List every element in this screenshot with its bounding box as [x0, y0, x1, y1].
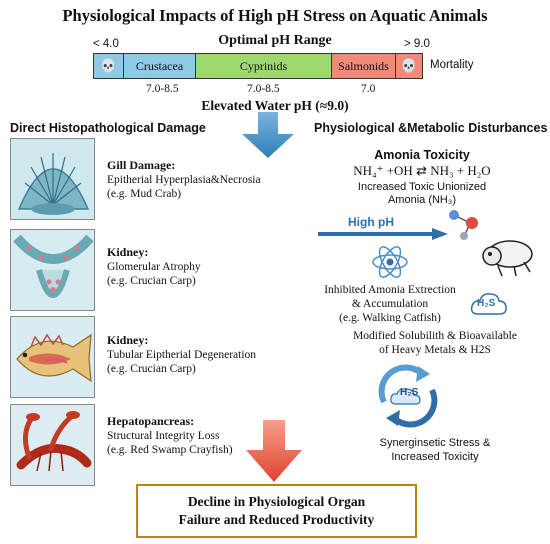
hepatopancreas-title: Hepatopancreas:	[107, 414, 195, 428]
molecule-icon	[449, 210, 478, 240]
ph-range-bar: 💀 Crustacea Cyprinids Salmonids 💀	[93, 53, 423, 79]
atom-icon	[372, 246, 408, 278]
inhibit-line2: & Accumulation	[351, 298, 429, 310]
heavy-metals-text: Modified Solubilith & Bioavailable of He…	[330, 329, 540, 357]
toxic-line2: Amonia (NH₃)	[387, 194, 457, 206]
high-ph-label: > 9.0	[404, 38, 430, 50]
toxic-line1: Increased Toxic Unionized	[357, 181, 487, 193]
low-ph-label: < 4.0	[93, 38, 119, 50]
hepatopancreas-text: Hepatopancreas: Structural Integrity Los…	[107, 414, 233, 457]
kidney-tubular-title: Kidney:	[107, 333, 149, 347]
elevated-ph-label: Elevated Water pH (≈9.0)	[201, 98, 349, 113]
metals-line2: of Heavy Metals & H2S	[379, 344, 491, 356]
kidney-tubular-example: (e.g. Crucian Carp)	[107, 363, 196, 375]
fish-image	[10, 316, 95, 398]
metals-line1: Modified Solubilith & Bioavailable	[353, 330, 517, 342]
cyprinids-range: 7.0-8.5	[247, 83, 280, 95]
conclusion-line2: Failure and Reduced Productivity	[178, 512, 375, 527]
kidney-tubular-text: Kidney: Tubular Eiptherial Degeneration …	[107, 333, 256, 376]
salmonids-label: Salmonids	[338, 58, 389, 73]
right-heading: Physiological &Metabolic Disturbances	[314, 121, 548, 135]
h2s-label: H₂S	[477, 298, 496, 309]
kidney-glomerular-desc: Glomerular Atrophy	[107, 261, 201, 273]
blue-down-arrow	[242, 112, 294, 158]
left-heading: Direct Histopathological Damage	[10, 121, 206, 135]
hepatopancreas-example: (e.g. Red Swamp Crayfish)	[107, 444, 233, 456]
toxic-ammonia-text: Increased Toxic Unionized Amonia (NH₃)	[322, 181, 522, 207]
kidney-tubular-desc: Tubular Eiptherial Degeneration	[107, 349, 257, 361]
crayfish-image	[10, 404, 95, 486]
h2s-cycle-icon	[378, 364, 438, 428]
conclusion-line1: Decline in Physiological Organ	[187, 494, 366, 509]
synergistic-text: Synerginsetic Stress & Increased Toxicit…	[340, 436, 530, 464]
low-mortality-segment: 💀	[94, 54, 124, 78]
ammonia-equation: NH₄⁺ +OH ⇄ NH₃ + H₂O	[322, 163, 522, 179]
high-ph-arrow	[318, 228, 448, 240]
kidney-glomerular-example: (e.g. Crucian Carp)	[107, 275, 196, 287]
kidney-glomerular-text: Kidney: Glomerular Atrophy (e.g. Crucian…	[107, 245, 201, 288]
crustacea-segment: Crustacea	[124, 54, 196, 78]
kidney-glomerular-image	[10, 229, 95, 311]
gill-damage-title: Gill Damage:	[107, 158, 176, 172]
cyprinids-segment: Cyprinids	[196, 54, 332, 78]
syn-line1: Synerginsetic Stress &	[379, 437, 491, 449]
syn-line2: Increased Toxicity	[391, 451, 479, 463]
skull-icon: 💀	[400, 58, 418, 74]
equation-right: NH₃ + H₂O	[430, 163, 491, 178]
inhibited-ammonia-text: Inhibited Amonia Extrection & Accumulati…	[310, 283, 470, 325]
equation-left: NH₄⁺ +OH	[353, 163, 413, 178]
fish-skeleton-icon	[482, 240, 533, 277]
inhibit-line1: Inhibited Amonia Extrection	[324, 284, 456, 296]
equilibrium-arrow-icon: ⇄	[416, 164, 427, 179]
hepatopancreas-desc: Structural Integrity Loss	[107, 430, 220, 442]
crustacea-range: 7.0-8.5	[146, 83, 179, 95]
high-mortality-segment: 💀	[396, 54, 422, 78]
red-down-arrow	[246, 420, 302, 482]
crustacea-label: Crustacea	[135, 58, 184, 73]
cycle-h2s-label: H₂S	[400, 387, 419, 398]
high-ph-label: High pH	[348, 215, 394, 229]
gill-damage-text: Gill Damage: Epitherial Hyperplasia&Necr…	[107, 158, 261, 201]
inhibit-line3: (e.g. Walking Catfish)	[339, 312, 441, 324]
salmonids-value: 7.0	[361, 83, 376, 95]
salmonids-segment: Salmonids	[332, 54, 396, 78]
page-title: Physiological Impacts of High pH Stress …	[62, 6, 488, 25]
h2s-cloud-icon	[470, 293, 507, 315]
gill-image	[10, 138, 95, 220]
gill-damage-example: (e.g. Mud Crab)	[107, 188, 182, 200]
gill-damage-desc: Epitherial Hyperplasia&Necrosia	[107, 174, 261, 186]
kidney-glomerular-title: Kidney:	[107, 245, 149, 259]
cyprinids-label: Cyprinids	[239, 58, 288, 73]
skull-icon: 💀	[100, 58, 117, 74]
conclusion-box: Decline in Physiological Organ Failure a…	[136, 484, 417, 538]
range-title: Optimal pH Range	[218, 33, 332, 48]
mortality-label: Mortality	[430, 59, 474, 71]
ammonia-title: Amonia Toxicity	[374, 148, 470, 162]
